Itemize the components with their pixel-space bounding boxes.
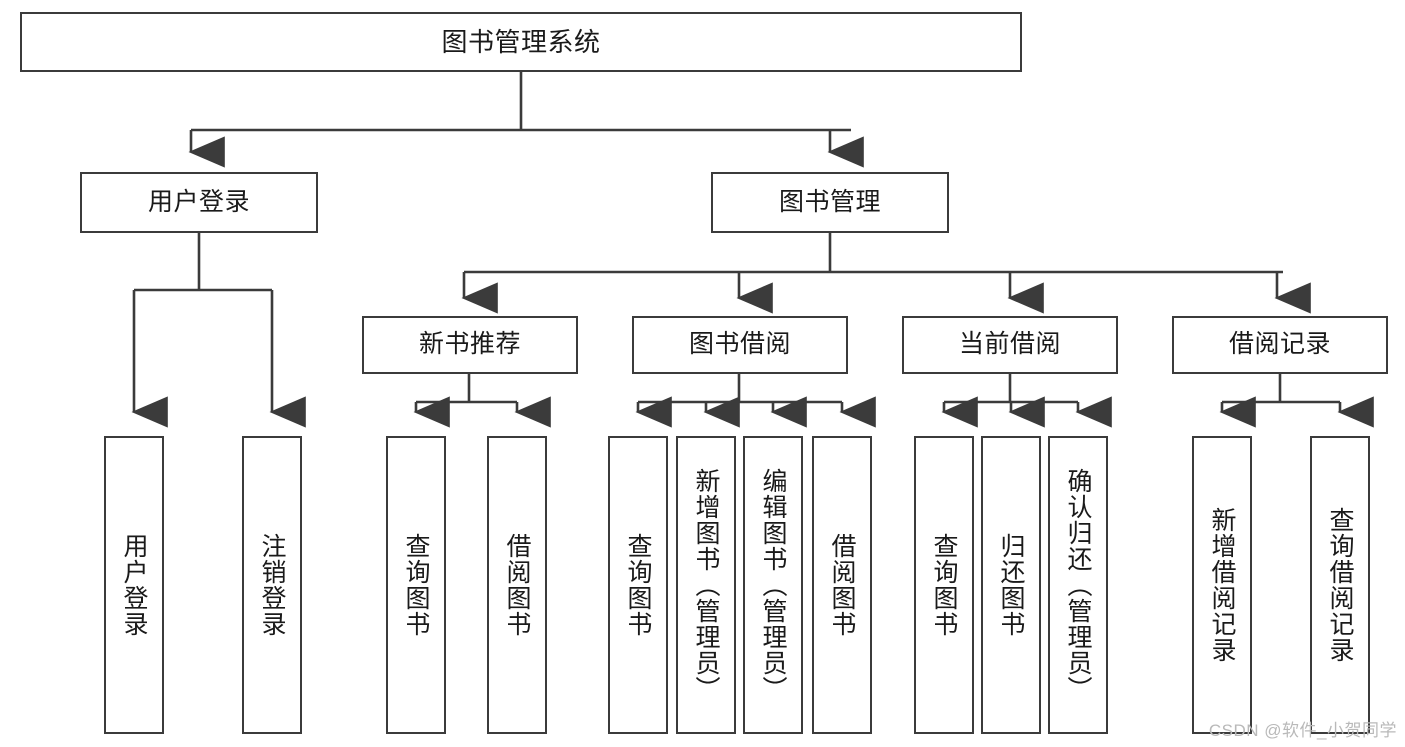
leaf-book-borrow-query-book[interactable]: 查询图书 — [608, 436, 668, 734]
node-root-system[interactable]: 图书管理系统 — [20, 12, 1022, 72]
node-label: 查询图书 — [930, 533, 958, 637]
node-label: 新增图书（管理员） — [692, 468, 720, 702]
node-label: 图书借阅 — [688, 330, 791, 359]
node-label: 图书管理 — [778, 187, 881, 216]
node-borrow-record[interactable]: 借阅记录 — [1172, 316, 1388, 374]
node-label: 归还图书 — [997, 533, 1025, 637]
node-label: 查询借阅记录 — [1326, 507, 1354, 663]
node-label: 新书推荐 — [418, 330, 521, 359]
node-book-management[interactable]: 图书管理 — [711, 172, 949, 233]
leaf-borrow-record-add-record[interactable]: 新增借阅记录 — [1192, 436, 1252, 734]
leaf-book-borrow-borrow-book[interactable]: 借阅图书 — [812, 436, 872, 734]
node-label: 借阅记录 — [1228, 330, 1331, 359]
leaf-book-borrow-add-book[interactable]: 新增图书（管理员） — [676, 436, 736, 734]
leaf-current-borrow-return-book[interactable]: 归还图书 — [981, 436, 1041, 734]
leaf-current-borrow-confirm-return[interactable]: 确认归还（管理员） — [1048, 436, 1108, 734]
leaf-new-book-query-book[interactable]: 查询图书 — [386, 436, 446, 734]
leaf-user-login-signin[interactable]: 用户登录 — [104, 436, 164, 734]
node-label: 确认归还（管理员） — [1064, 468, 1092, 702]
node-new-book-recommend[interactable]: 新书推荐 — [362, 316, 578, 374]
node-label: 图书管理系统 — [441, 26, 601, 57]
node-current-borrow[interactable]: 当前借阅 — [902, 316, 1118, 374]
node-label: 用户登录 — [120, 533, 148, 637]
node-label: 编辑图书（管理员） — [759, 468, 787, 702]
leaf-new-book-borrow-book[interactable]: 借阅图书 — [487, 436, 547, 734]
leaf-borrow-record-query-record[interactable]: 查询借阅记录 — [1310, 436, 1370, 734]
node-user-login[interactable]: 用户登录 — [80, 172, 318, 233]
node-label: 查询图书 — [624, 533, 652, 637]
node-label: 当前借阅 — [958, 330, 1061, 359]
node-label: 借阅图书 — [503, 533, 531, 637]
leaf-book-borrow-edit-book[interactable]: 编辑图书（管理员） — [743, 436, 803, 734]
node-label: 查询图书 — [402, 533, 430, 637]
leaf-current-borrow-query-book[interactable]: 查询图书 — [914, 436, 974, 734]
csdn-watermark: CSDN @软件_小贺同学 — [1208, 721, 1397, 740]
node-label: 借阅图书 — [828, 533, 856, 637]
node-book-borrow[interactable]: 图书借阅 — [632, 316, 848, 374]
leaf-user-login-signout[interactable]: 注销登录 — [242, 436, 302, 734]
node-label: 注销登录 — [258, 533, 286, 637]
node-label: 新增借阅记录 — [1208, 507, 1236, 663]
node-label: 用户登录 — [147, 187, 250, 216]
